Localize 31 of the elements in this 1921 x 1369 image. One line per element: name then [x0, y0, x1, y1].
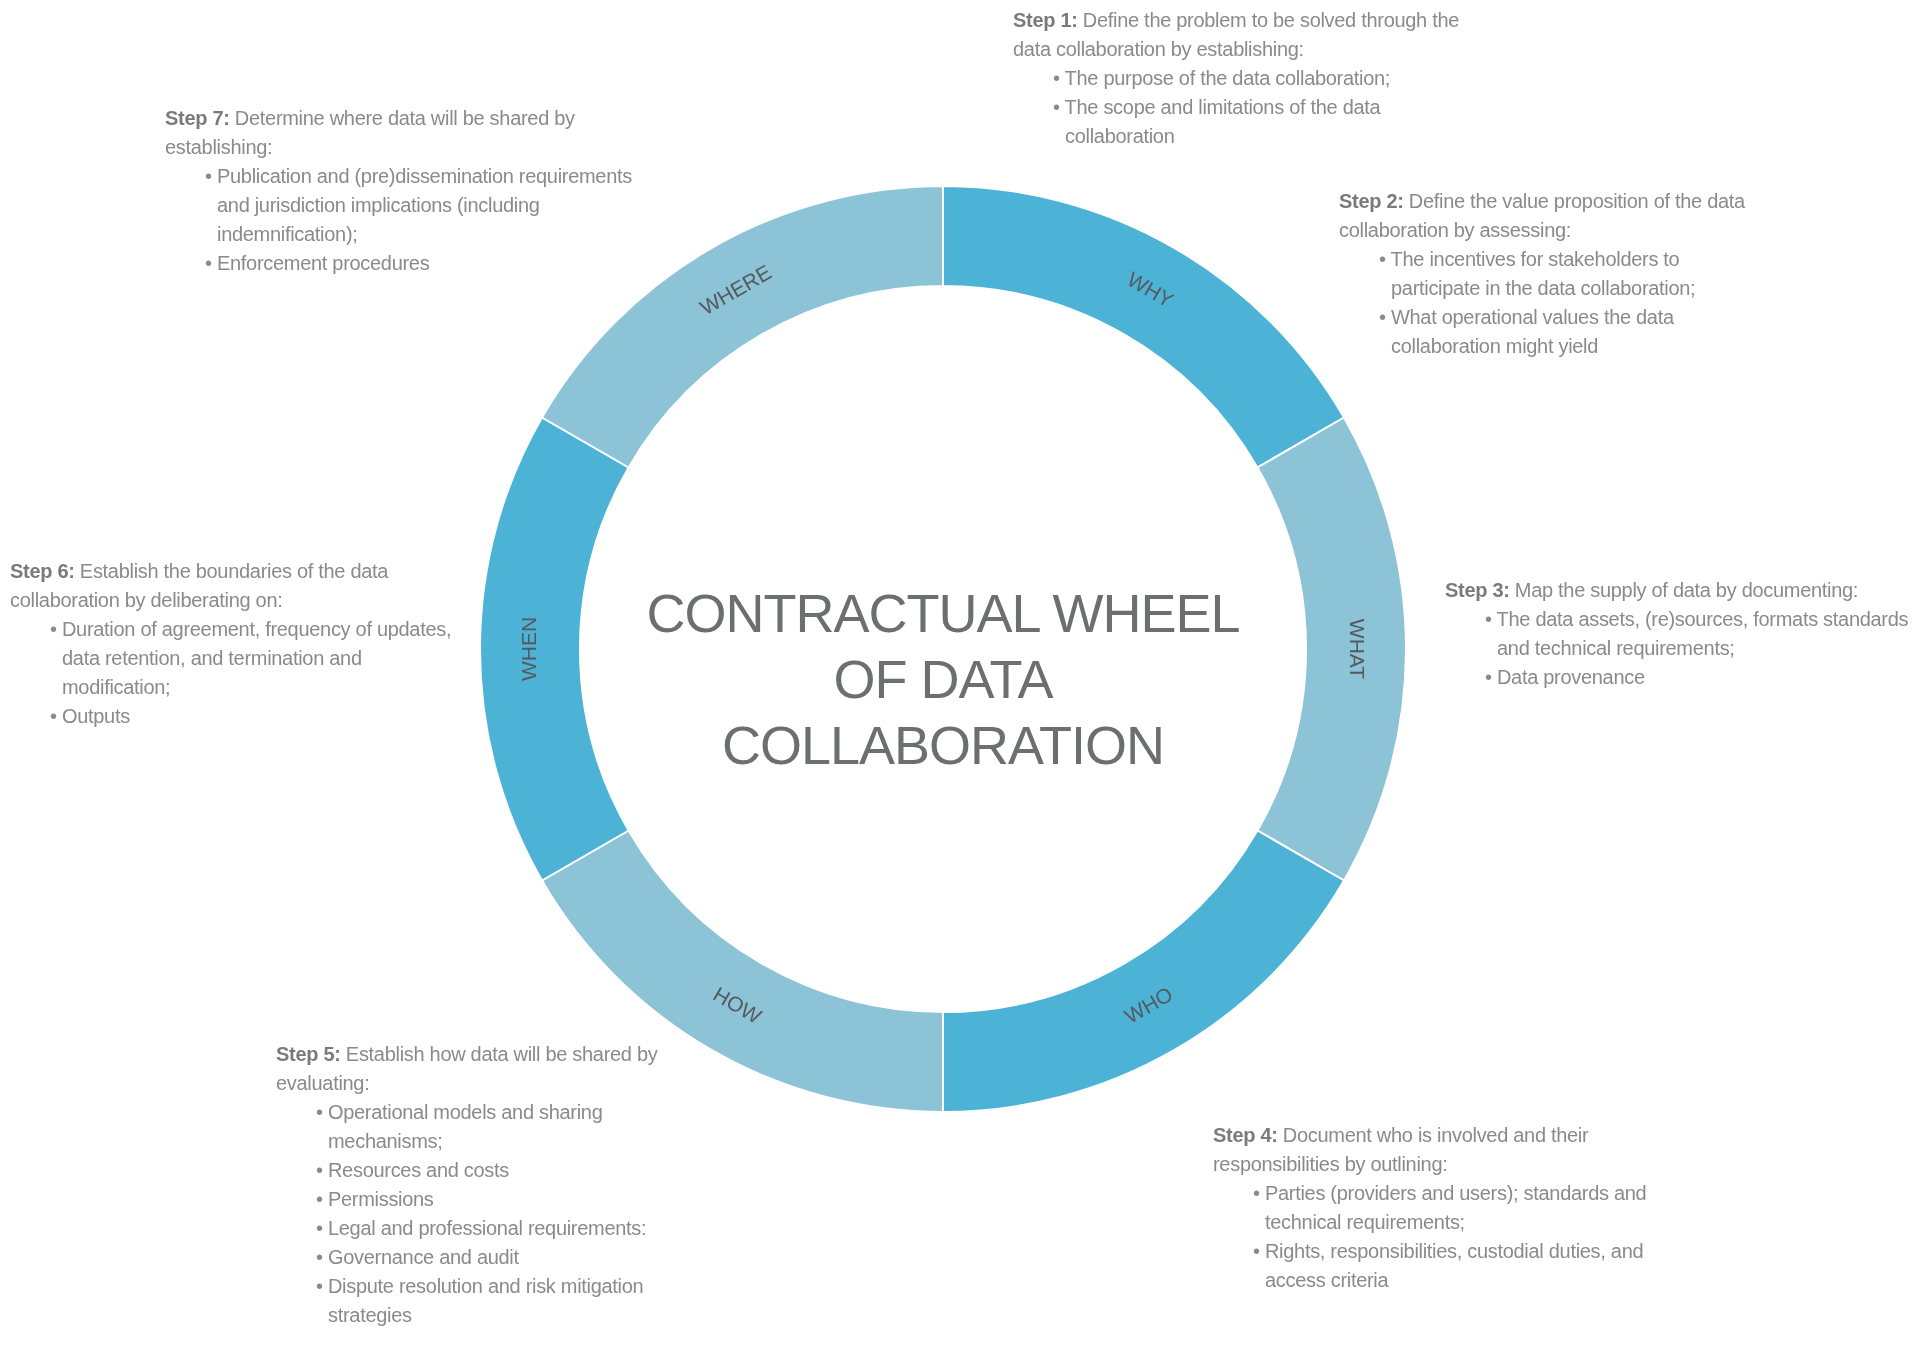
bullet-item: • What operational values the data collaboration might yield — [1378, 305, 1675, 359]
bullet-item: • Parties (providers and users); standards and technical requirements; — [1252, 1181, 1648, 1235]
bullet-item: • Rights, responsibilities, custodial duties, and access criteria — [1252, 1239, 1645, 1293]
bullet-item: • The data assets, (re)sources, formats standards and technical requirements; — [1484, 607, 1910, 661]
bullet-item: • The purpose of the data collaboration; — [1052, 66, 1392, 91]
bullet-item: • Dispute resolution and risk mitigation strategies — [315, 1274, 645, 1328]
step-description: Step 5: Establish how data will be shared by evaluating: — [276, 1042, 659, 1096]
segment-label: WHEN — [516, 616, 540, 682]
step-description: Step 4: Document who is involved and their responsibilities by outlining: — [1213, 1123, 1590, 1177]
segment-label: HOW — [709, 982, 766, 1028]
wheel-title: CONTRACTUAL WHEEL OF DATA COLLABORATION — [645, 582, 1241, 777]
step-description: Step 7: Determine where data will be shared by establishing: — [165, 106, 576, 160]
step-description: Step 1: Define the problem to be solved through the data collaboration by establishing: — [1013, 8, 1461, 62]
bullet-item: • Duration of agreement, frequency of updates, data retention, and termination and modification; — [49, 617, 453, 700]
segment-label: WHY — [1123, 267, 1178, 312]
bullet-item: • Publication and (pre)dissemination requirements and jurisdiction implications (including indemnification); — [204, 164, 633, 247]
bullet-item: • Data provenance — [1484, 665, 1646, 690]
bullet-item: • Governance and audit — [315, 1245, 520, 1270]
bullet-item: • The scope and limitations of the data collaboration — [1052, 95, 1382, 149]
segment-label: WHAT — [1346, 618, 1370, 680]
bullet-item: • Enforcement procedures — [204, 251, 431, 276]
bullet-item: • Legal and professional requirements: — [315, 1216, 648, 1241]
bullet-item: • Operational models and sharing mechanisms; — [315, 1100, 604, 1154]
step-description: Step 2: Define the value proposition of the data collaboration by assessing: — [1339, 189, 1746, 243]
bullet-item: • The incentives for stakeholders to participate in the data collaboration; — [1378, 247, 1697, 301]
bullet-item: • Resources and costs — [315, 1158, 511, 1183]
bullet-item: • Permissions — [315, 1187, 435, 1212]
bullet-item: • Outputs — [49, 704, 131, 729]
segment-label: WHO — [1120, 982, 1177, 1028]
step-description: Step 6: Establish the boundaries of the data collaboration by deliberating on: — [10, 559, 390, 613]
step-description: Step 3: Map the supply of data by documenting: — [1445, 578, 1860, 603]
